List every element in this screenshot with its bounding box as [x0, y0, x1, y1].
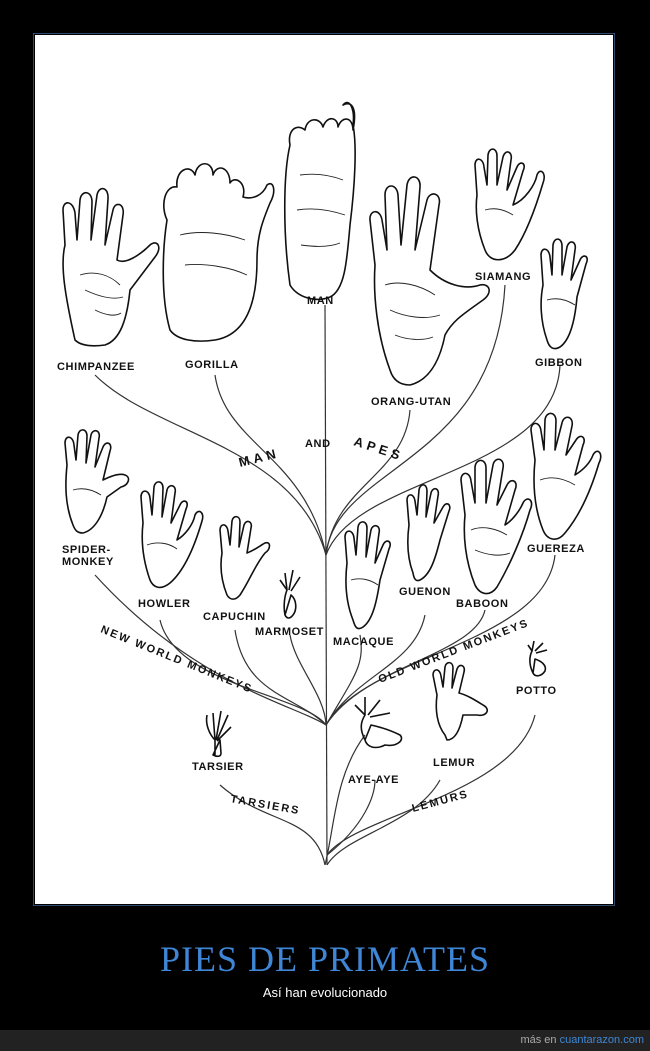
label-gibbon: GIBBON: [535, 357, 583, 369]
caption-title: PIES DE PRIMATES: [159, 939, 491, 979]
spider-monkey-hand-illustration: [64, 429, 130, 534]
label-capuchin: CAPUCHIN: [203, 611, 266, 623]
footer-text: más en cuantarazon.com: [520, 1034, 644, 1046]
caption-subtitle: Así han evolucionado: [262, 985, 388, 1000]
footer-prefix: más en: [520, 1034, 560, 1046]
label-siamang: SIAMANG: [475, 271, 531, 283]
marmoset-hand-illustration: [279, 569, 301, 619]
aye-aye-hand-illustration: [354, 697, 403, 749]
label-aye-aye: AYE-AYE: [348, 774, 399, 786]
label-lemur: LEMUR: [433, 757, 475, 769]
label-chimpanzee: CHIMPANZEE: [57, 361, 135, 373]
label-gorilla: GORILLA: [185, 359, 239, 371]
label-spider-monkey-line1: SPIDER-: [62, 544, 111, 556]
macaque-hand-illustration: [344, 521, 391, 630]
potto-hand-illustration: [527, 640, 548, 677]
label-potto: POTTO: [516, 685, 557, 697]
primate-tree-diagram: CHIMPANZEE GORILLA MAN ORANG-UTAN SIAMAN…: [57, 101, 602, 866]
group-label-man: MAN: [237, 445, 281, 470]
label-orang-utan: ORANG-UTAN: [371, 396, 451, 408]
capuchin-hand-illustration: [219, 515, 271, 600]
chimpanzee-hand-illustration: [62, 187, 160, 347]
baboon-hand-illustration: [460, 458, 533, 595]
group-label-old-world-monkeys: OLD WORLD MONKEYS: [377, 617, 531, 686]
guereza-hand-illustration: [530, 412, 602, 540]
label-guenon: GUENON: [399, 586, 451, 598]
gorilla-foot-illustration: [162, 162, 275, 342]
group-label-apes: APES: [352, 434, 406, 464]
gibbon-hand-illustration: [540, 238, 588, 350]
label-baboon: BABOON: [456, 598, 509, 610]
label-macaque: MACAQUE: [333, 636, 394, 648]
footer-bar: más en cuantarazon.com: [0, 1030, 650, 1051]
tree-branches: [94, 284, 561, 866]
label-marmoset: MARMOSET: [255, 626, 324, 638]
group-label-and: AND: [305, 438, 331, 450]
group-label-lemurs: LEMURS: [411, 788, 471, 815]
label-spider-monkey-line2: MONKEY: [62, 556, 114, 568]
label-man: MAN: [307, 295, 334, 307]
label-howler: HOWLER: [138, 598, 190, 610]
group-label-tarsiers: TARSIERS: [229, 793, 301, 817]
lemur-hand-illustration: [432, 661, 489, 741]
label-tarsier: TARSIER: [192, 761, 244, 773]
primate-feet-poster: CHIMPANZEE GORILLA MAN ORANG-UTAN SIAMAN…: [35, 35, 613, 904]
tarsier-foot-illustration: [205, 710, 232, 758]
human-foot-illustration: [283, 101, 356, 301]
label-guereza: GUEREZA: [527, 543, 585, 555]
siamang-hand-illustration: [474, 148, 545, 261]
orang-utan-hand-illustration: [369, 176, 490, 386]
group-label-new-world-monkeys: NEW WORLD MONKEYS: [99, 624, 255, 696]
footer-site-link[interactable]: cuantarazon.com: [559, 1034, 644, 1046]
guenon-hand-illustration: [406, 484, 451, 582]
howler-hand-illustration: [140, 481, 204, 589]
